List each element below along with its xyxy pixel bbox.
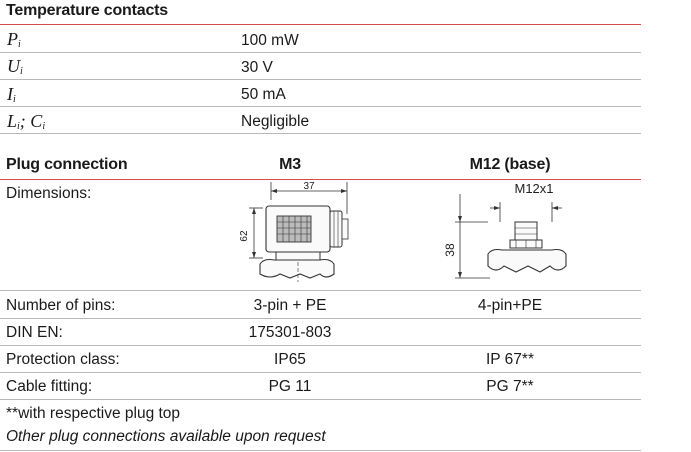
divider [0,345,641,346]
divider [0,133,641,134]
value-pi: 100 mW [241,32,299,49]
value-ii: 50 mA [241,86,286,103]
section-title-temperature: Temperature contacts [6,2,168,19]
divider [0,318,641,319]
divider [0,179,641,180]
m12-cable: PG 7** [486,378,534,395]
other-connections-note: Other plug connections available upon re… [6,428,326,445]
symbol-pi: Pi [7,29,21,50]
m12-pins: 4-pin+PE [477,297,543,314]
divider [0,52,641,53]
m3-height-label: 62 [239,230,250,242]
value-li-ci: Negligible [241,113,310,130]
symbol-li-ci: Li; Ci [7,111,46,132]
m3-plug-drawing: 37 62 [239,181,349,282]
symbol-ii: Ii [7,84,16,105]
footnote: **with respective plug top [6,405,181,422]
m3-din: 175301-803 [248,324,332,341]
divider [0,79,641,80]
value-ui: 30 V [241,59,273,76]
m3-protection: IP65 [274,351,306,368]
column-header-m3: M3 [279,156,301,173]
row-label-pins: Number of pins: [6,297,116,314]
symbol-ui: Ui [7,56,23,77]
row-label-protection: Protection class: [6,351,120,368]
m12-thread-label: M12x1 [514,181,553,196]
divider [0,290,641,291]
row-label-cable: Cable fitting: [6,378,93,395]
divider [0,106,641,107]
row-label-din: DIN EN: [6,324,63,341]
column-header-m12: M12 (base) [469,156,551,173]
m3-pins: 3-pin + PE [253,297,327,314]
m12-protection: IP 67** [486,351,534,368]
dimensions-label: Dimensions: [6,185,92,202]
divider [0,372,641,373]
divider [0,399,641,400]
section-title-plug: Plug connection [6,156,128,173]
m3-width-label: 37 [303,181,315,192]
m12-plug-drawing: M12x1 38 [443,181,567,279]
divider [0,450,641,451]
divider [0,24,641,25]
m3-cable: PG 11 [268,378,312,395]
m12-height-label: 38 [443,243,457,257]
